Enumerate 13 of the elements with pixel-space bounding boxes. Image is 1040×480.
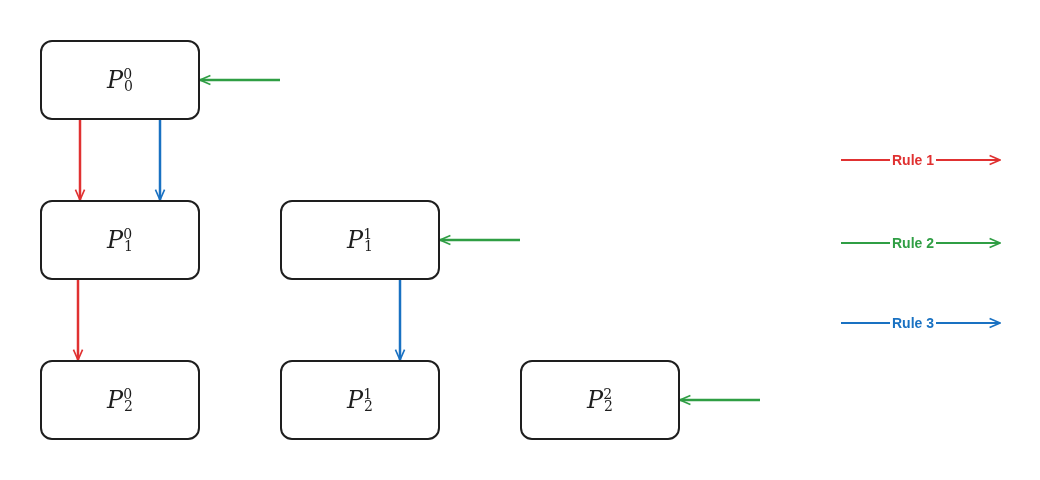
process-box	[40, 360, 200, 440]
process-box	[280, 200, 440, 280]
arrow	[154, 120, 166, 201]
arrow	[679, 394, 760, 406]
arrow	[439, 234, 520, 246]
process-box	[520, 360, 680, 440]
process-box	[40, 40, 200, 120]
arrow	[74, 120, 86, 201]
arrow	[72, 280, 84, 361]
arrow	[394, 280, 406, 361]
process-box	[280, 360, 440, 440]
arrow	[199, 74, 280, 86]
process-box	[40, 200, 200, 280]
